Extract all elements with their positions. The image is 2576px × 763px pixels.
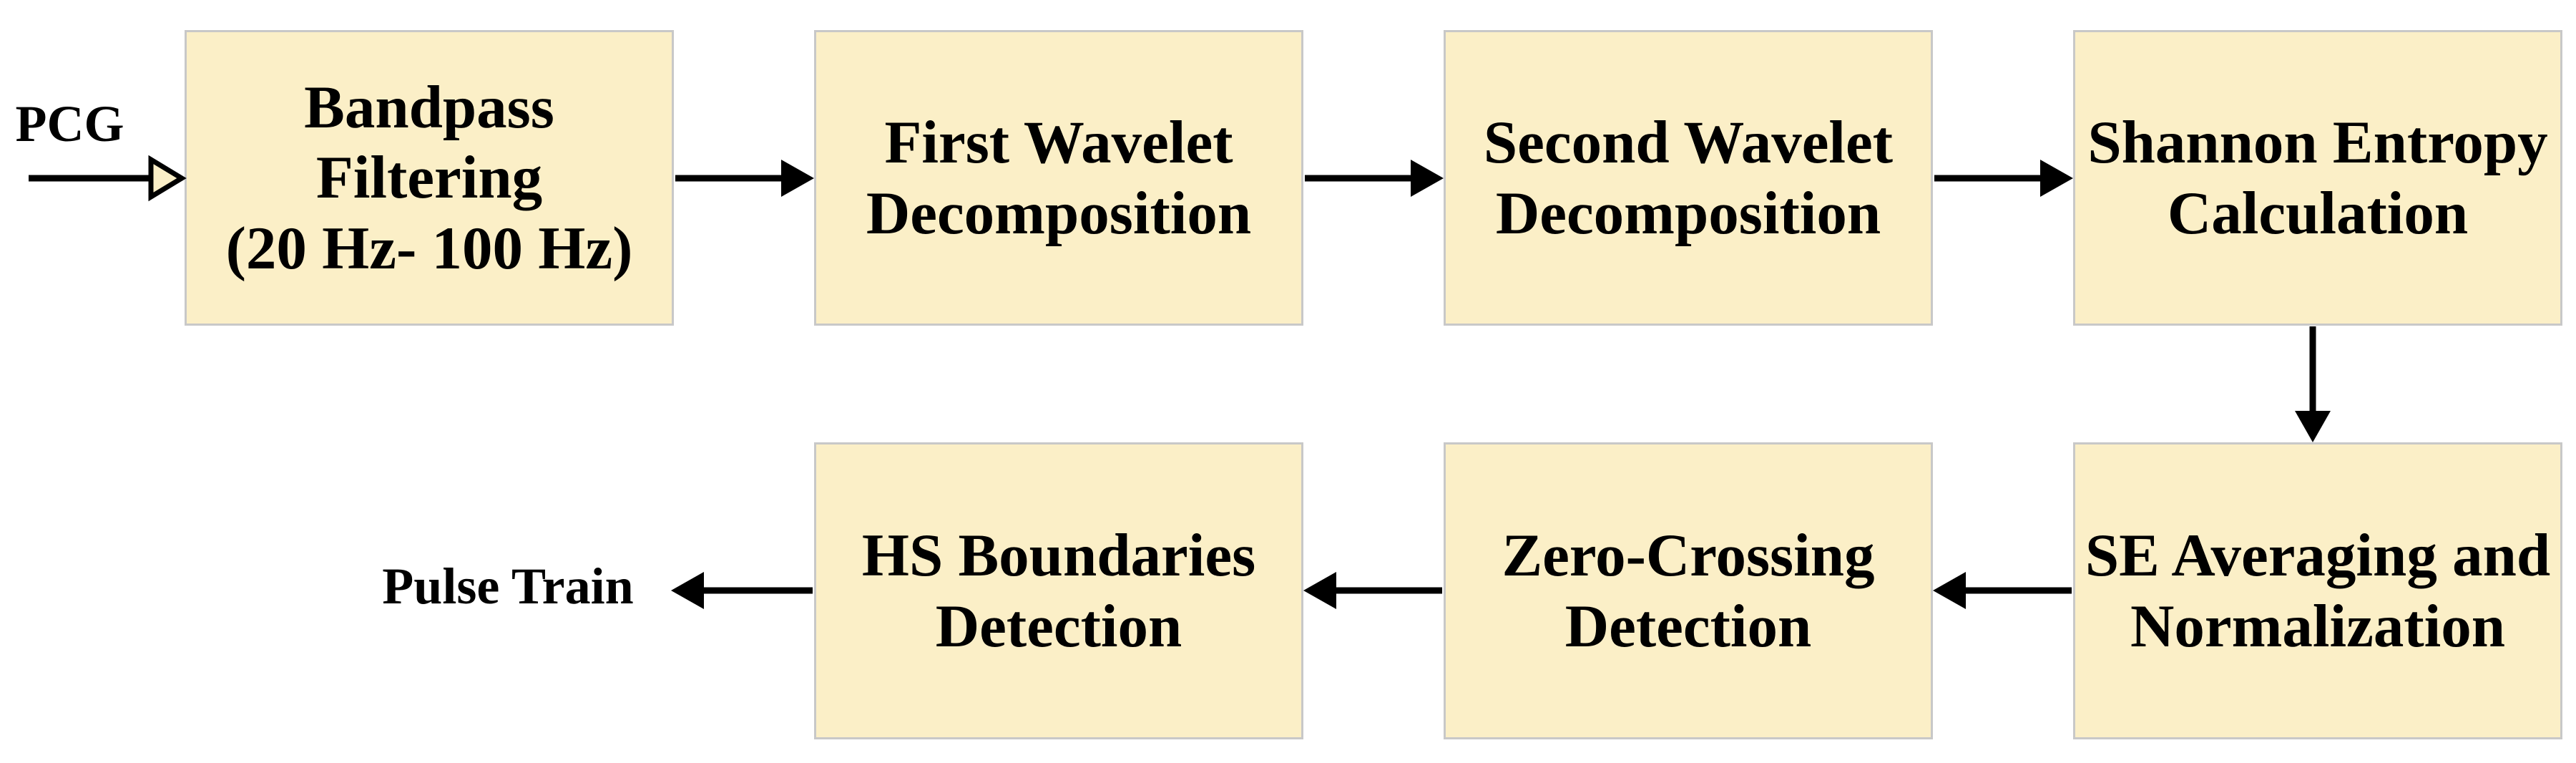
box-second-wavelet-decomposition-text: Second Wavelet Decomposition [1484, 107, 1893, 248]
arrow-shannon-to-se-averaging [2295, 326, 2331, 442]
box-text-line: Bandpass [304, 73, 554, 141]
box-bandpass-filtering-text: Bandpass Filtering (20 Hz- 100 Hz) [226, 72, 633, 284]
arrow-se-averaging-to-zero-crossing [1933, 572, 2072, 609]
box-text-line: Second Wavelet [1483, 108, 1894, 176]
arrow-first-wavelet-to-second-wavelet [1305, 160, 1444, 197]
box-first-wavelet-decomposition-text: First Wavelet Decomposition [866, 107, 1251, 248]
box-se-averaging-normalization-text: SE Averaging and Normalization [2085, 520, 2550, 661]
box-text-line: Detection [935, 592, 1182, 660]
box-text-line: Decomposition [866, 179, 1252, 247]
box-text-line: Shannon Entropy [2087, 108, 2548, 176]
box-text-line: Calculation [2167, 179, 2469, 247]
input-signal-label: PCG [15, 95, 124, 152]
box-shannon-entropy-calculation: Shannon Entropy Calculation [2073, 30, 2562, 326]
box-hs-boundaries-detection: HS Boundaries Detection [814, 442, 1303, 739]
box-text-line: Zero-Crossing [1502, 521, 1875, 589]
box-hs-boundaries-detection-text: HS Boundaries Detection [862, 520, 1255, 661]
arrow-hs-boundaries-to-pulse-train [671, 572, 813, 609]
box-text-line: Normalization [2130, 592, 2506, 660]
box-shannon-entropy-calculation-text: Shannon Entropy Calculation [2087, 107, 2547, 248]
box-zero-crossing-detection-text: Zero-Crossing Detection [1502, 520, 1874, 661]
output-signal-label: Pulse Train [382, 558, 634, 615]
box-zero-crossing-detection: Zero-Crossing Detection [1444, 442, 1933, 739]
arrow-zero-crossing-to-hs-boundaries [1303, 572, 1442, 609]
box-bandpass-filtering: Bandpass Filtering (20 Hz- 100 Hz) [185, 30, 674, 326]
arrow-pcg-to-bandpass [29, 155, 187, 202]
arrow-second-wavelet-to-shannon [1934, 160, 2073, 197]
box-text-line: First Wavelet [884, 108, 1233, 176]
box-text-line: HS Boundaries [861, 521, 1256, 589]
box-second-wavelet-decomposition: Second Wavelet Decomposition [1444, 30, 1933, 326]
box-text-line: Filtering [315, 144, 543, 212]
box-se-averaging-normalization: SE Averaging and Normalization [2073, 442, 2562, 739]
box-text-line: Detection [1564, 592, 1812, 660]
arrow-bandpass-to-first-wavelet [675, 160, 814, 197]
box-first-wavelet-decomposition: First Wavelet Decomposition [814, 30, 1303, 326]
box-text-line: (20 Hz- 100 Hz) [225, 214, 633, 282]
box-text-line: SE Averaging and [2085, 521, 2551, 589]
box-text-line: Decomposition [1495, 179, 1881, 247]
